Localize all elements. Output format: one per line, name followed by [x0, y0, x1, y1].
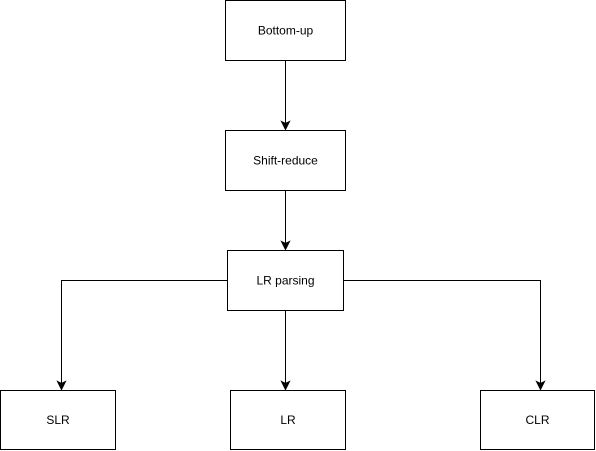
node-slr: SLR — [0, 390, 116, 450]
node-box — [480, 390, 595, 450]
node-box — [225, 130, 346, 191]
arrowhead-lr — [280, 380, 291, 391]
node-label: Bottom-up — [258, 24, 314, 38]
node-label: CLR — [525, 413, 549, 427]
edges — [56, 60, 546, 391]
arrowhead-clr — [535, 380, 546, 391]
node-bottom-up: Bottom-up — [225, 0, 346, 61]
node-box — [0, 390, 116, 450]
node-box — [230, 390, 346, 450]
node-box — [227, 250, 344, 311]
node-label: Shift-reduce — [253, 154, 318, 168]
node-lr-parsing: LR parsing — [227, 250, 344, 311]
arrowhead-lrparsing — [280, 240, 291, 251]
node-label: LR parsing — [256, 274, 314, 288]
node-clr: CLR — [480, 390, 595, 450]
node-shift-reduce: Shift-reduce — [225, 130, 346, 191]
node-lr: LR — [230, 390, 346, 450]
node-label: LR — [280, 413, 296, 427]
node-box — [225, 0, 346, 61]
arrowhead-slr — [56, 380, 67, 391]
node-label: SLR — [46, 413, 70, 427]
arrowhead-shiftreduce — [280, 120, 291, 131]
edge-lrparsing-to-slr — [61, 280, 228, 384]
edge-lrparsing-to-clr — [343, 280, 541, 384]
